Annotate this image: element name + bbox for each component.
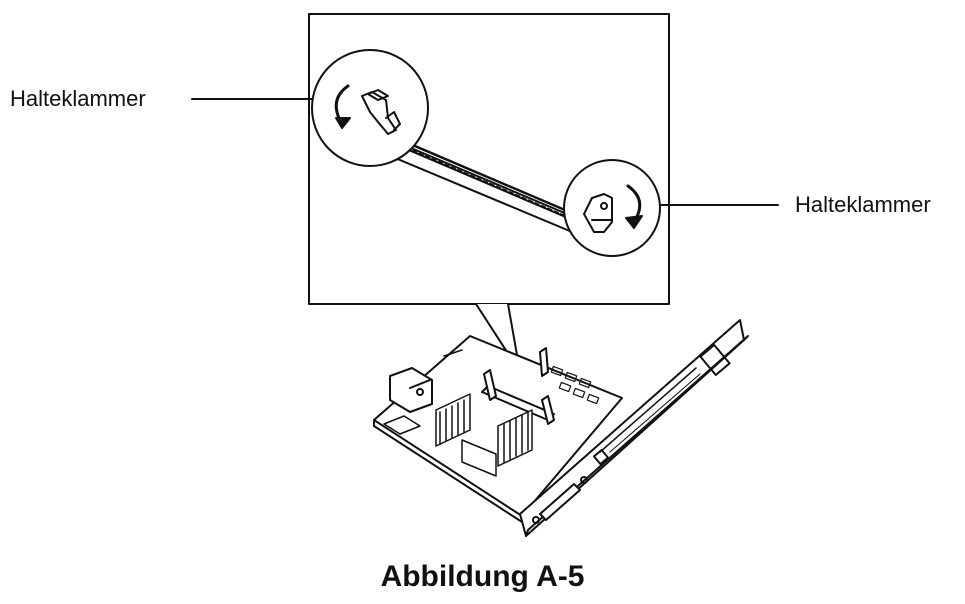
figure-caption: Abbildung A-5 <box>380 560 585 593</box>
retaining-clip-label-left: Halteklammer <box>10 86 146 111</box>
controller-board <box>373 319 749 537</box>
retaining-clip-label-right: Halteklammer <box>795 192 931 217</box>
retaining-clip-left <box>311 49 429 167</box>
retaining-clip-right <box>563 159 661 257</box>
